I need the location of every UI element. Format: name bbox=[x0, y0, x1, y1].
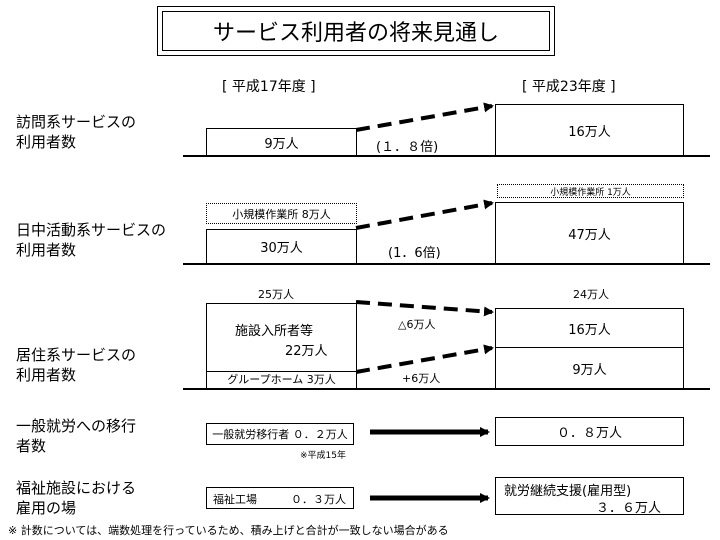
residential-left-facility-label: 施設入所者等 bbox=[235, 324, 314, 339]
welfare-left-box: 福祉工場 ０．３万人 bbox=[206, 487, 354, 509]
day-right-small-box: 小規模作業所 1万人 bbox=[497, 184, 684, 198]
day-ratio: (1．6倍) bbox=[388, 246, 441, 261]
residential-right-group: 9万人 bbox=[572, 362, 607, 378]
welfare-left-value: ０．３万人 bbox=[291, 493, 346, 506]
welfare-left-name: 福祉工場 bbox=[213, 493, 257, 506]
residential-right-box: 16万人 9万人 bbox=[495, 308, 684, 389]
visit-left-box: 9万人 bbox=[206, 128, 357, 156]
residential-left-facility-value: 22万人 bbox=[285, 344, 328, 359]
page-title: サービス利用者の将来見通し bbox=[162, 11, 550, 51]
residential-change-facility: △6万人 bbox=[398, 318, 436, 331]
baseline-visit bbox=[183, 155, 710, 157]
baseline-day bbox=[183, 263, 710, 265]
day-left-small-box: 小規模作業所 8万人 bbox=[206, 203, 357, 224]
residential-left-total: 25万人 bbox=[258, 288, 294, 301]
arrow-facility bbox=[355, 300, 494, 317]
row-label-visit: 訪問系サービスの 利用者数 bbox=[16, 113, 137, 151]
title-frame: サービス利用者の将来見通し bbox=[157, 6, 555, 56]
residential-right-facility: 16万人 bbox=[496, 309, 683, 348]
welfare-right-name: 就労継続支援(雇用型) bbox=[504, 484, 632, 499]
residential-left-box: 施設入所者等 22万人 グループホーム 3万人 bbox=[206, 303, 357, 389]
row-label-employment: 一般就労への移行 者数 bbox=[16, 417, 137, 455]
welfare-right-value: ３．６万人 bbox=[596, 501, 662, 516]
footnote: ※ 計数については、端数処理を行っているため、積み上げと合計が一致しない場合があ… bbox=[8, 524, 449, 537]
residential-left-group: グループホーム 3万人 bbox=[207, 371, 356, 388]
welfare-right-box: 就労継続支援(雇用型) ３．６万人 bbox=[495, 477, 684, 516]
header-left: [ 平成17年度 ] bbox=[222, 79, 316, 95]
row-label-residential: 居住系サービスの 利用者数 bbox=[16, 346, 137, 384]
arrow-day bbox=[355, 199, 494, 230]
residential-right-total: 24万人 bbox=[573, 288, 609, 301]
visit-right-box: 16万人 bbox=[495, 104, 684, 156]
row-label-welfare: 福祉施設における 雇用の場 bbox=[16, 479, 137, 517]
header-right: [ 平成23年度 ] bbox=[522, 79, 616, 95]
arrow-group bbox=[355, 344, 494, 374]
day-left-box: 30万人 bbox=[206, 229, 357, 264]
residential-change-group: +6万人 bbox=[402, 372, 441, 385]
employment-left-note: ※平成15年 bbox=[300, 451, 346, 461]
visit-ratio: (１．８倍) bbox=[376, 140, 439, 155]
day-right-box: 47万人 bbox=[495, 202, 684, 264]
baseline-residential bbox=[183, 388, 710, 390]
arrow-visit bbox=[355, 102, 494, 132]
employment-left-box: 一般就労移行者 ０．２万人 bbox=[206, 423, 354, 445]
employment-right-box: ０．８万人 bbox=[495, 417, 684, 446]
row-label-day: 日中活動系サービスの 利用者数 bbox=[16, 221, 167, 259]
